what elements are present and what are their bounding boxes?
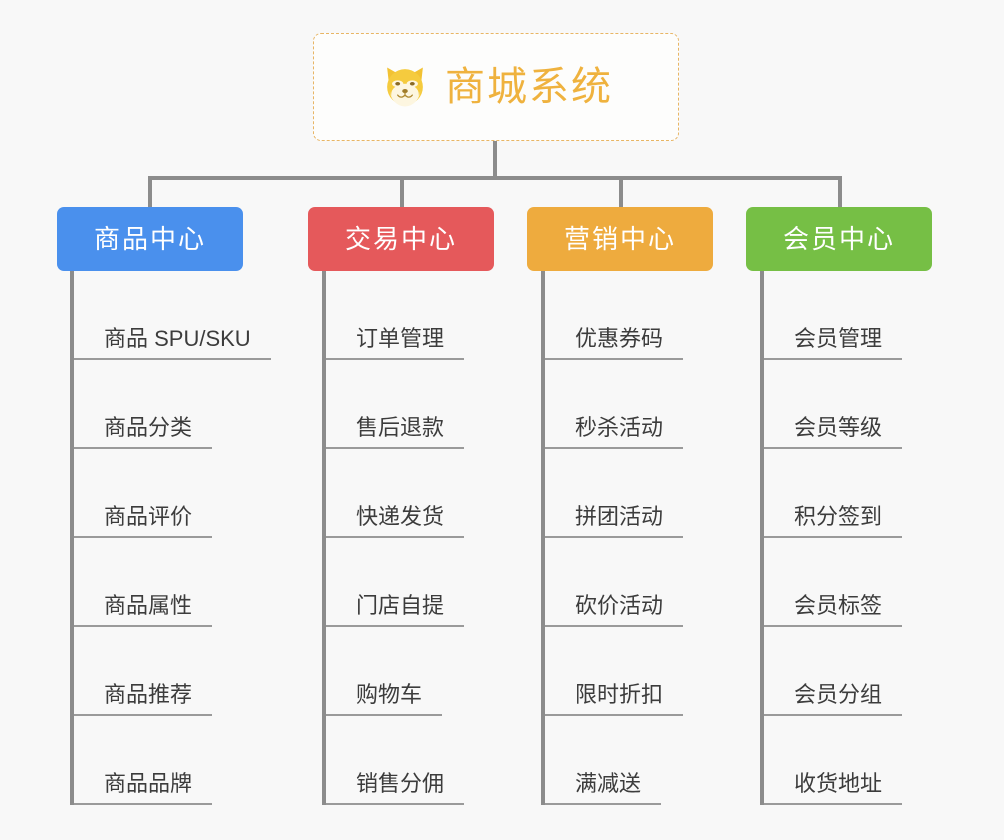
category-box-trade-center[interactable]: 交易中心 <box>308 207 494 271</box>
leaf-underline: 限时折扣 <box>545 681 684 716</box>
leaf-item-label: 会员标签 <box>794 592 883 618</box>
leaf-item[interactable]: 销售分佣 <box>326 716 465 805</box>
branch-drop-connector <box>148 176 152 209</box>
leaf-item-label: 积分签到 <box>794 503 883 529</box>
leaf-underline: 购物车 <box>326 681 443 716</box>
leaf-item[interactable]: 订单管理 <box>326 271 465 360</box>
leaf-underline: 优惠券码 <box>545 325 684 360</box>
leaf-underline: 商品品牌 <box>74 770 213 805</box>
leaf-item-label: 优惠券码 <box>575 325 664 351</box>
category-label: 会员中心 <box>782 224 895 254</box>
leaf-item[interactable]: 商品品牌 <box>74 716 213 805</box>
leaf-item[interactable]: 会员标签 <box>764 538 903 627</box>
leaf-underline: 商品推荐 <box>74 681 213 716</box>
leaf-underline: 商品分类 <box>74 414 213 449</box>
leaf-item[interactable]: 积分签到 <box>764 449 903 538</box>
leaf-item-label: 商品评价 <box>104 503 193 529</box>
root-node[interactable]: 商城系统 <box>313 33 679 141</box>
column-spine-connector <box>322 271 326 805</box>
category-label: 商品中心 <box>93 224 206 254</box>
leaf-underline: 收货地址 <box>764 770 903 805</box>
leaf-item[interactable]: 商品分类 <box>74 360 213 449</box>
leaf-item-label: 购物车 <box>356 681 423 707</box>
leaf-item-label: 秒杀活动 <box>575 414 664 440</box>
leaf-underline: 门店自提 <box>326 592 465 627</box>
leaf-item[interactable]: 优惠券码 <box>545 271 684 360</box>
column-spine-connector <box>70 271 74 805</box>
leaf-item-label: 售后退款 <box>356 414 445 440</box>
leaf-item[interactable]: 限时折扣 <box>545 627 684 716</box>
leaf-item-label: 砍价活动 <box>575 592 664 618</box>
leaf-item-label: 商品推荐 <box>104 681 193 707</box>
leaf-item-label: 订单管理 <box>356 325 445 351</box>
leaf-underline: 会员等级 <box>764 414 903 449</box>
leaf-underline: 会员标签 <box>764 592 903 627</box>
leaf-underline: 订单管理 <box>326 325 465 360</box>
leaf-item[interactable]: 拼团活动 <box>545 449 684 538</box>
leaf-underline: 拼团活动 <box>545 503 684 538</box>
leaf-underline: 积分签到 <box>764 503 903 538</box>
leaf-underline: 售后退款 <box>326 414 465 449</box>
leaf-item[interactable]: 商品推荐 <box>74 627 213 716</box>
branch-drop-connector <box>619 176 623 209</box>
root-stem-connector <box>493 141 497 178</box>
leaf-item[interactable]: 商品 SPU/SKU <box>74 271 271 360</box>
horizontal-bus-connector <box>148 176 842 180</box>
leaf-item[interactable]: 会员等级 <box>764 360 903 449</box>
column-spine-connector <box>541 271 545 805</box>
leaf-item[interactable]: 会员分组 <box>764 627 903 716</box>
leaf-underline: 快递发货 <box>326 503 465 538</box>
leaf-item[interactable]: 售后退款 <box>326 360 465 449</box>
leaf-item-label: 拼团活动 <box>575 503 664 529</box>
leaf-underline: 砍价活动 <box>545 592 684 627</box>
category-box-product-center[interactable]: 商品中心 <box>57 207 243 271</box>
category-box-member-center[interactable]: 会员中心 <box>746 207 932 271</box>
leaf-item-label: 商品 SPU/SKU <box>104 325 251 351</box>
column-spine-connector <box>760 271 764 805</box>
leaf-item-label: 会员管理 <box>794 325 883 351</box>
leaf-item-label: 门店自提 <box>356 592 445 618</box>
leaf-item[interactable]: 收货地址 <box>764 716 903 805</box>
leaf-item-label: 商品分类 <box>104 414 193 440</box>
leaf-item-label: 商品属性 <box>104 592 193 618</box>
leaf-underline: 会员管理 <box>764 325 903 360</box>
branch-drop-connector <box>838 176 842 209</box>
leaf-item[interactable]: 快递发货 <box>326 449 465 538</box>
category-label: 交易中心 <box>344 224 457 254</box>
leaf-item[interactable]: 会员管理 <box>764 271 903 360</box>
leaf-underline: 销售分佣 <box>326 770 465 805</box>
leaf-item[interactable]: 商品评价 <box>74 449 213 538</box>
leaf-underline: 商品属性 <box>74 592 213 627</box>
leaf-underline: 满减送 <box>545 770 662 805</box>
leaf-item[interactable]: 砍价活动 <box>545 538 684 627</box>
category-label: 营销中心 <box>563 224 676 254</box>
leaf-item-label: 销售分佣 <box>356 770 445 796</box>
leaf-item-label: 快递发货 <box>356 503 445 529</box>
leaf-item[interactable]: 门店自提 <box>326 538 465 627</box>
leaf-item[interactable]: 满减送 <box>545 716 662 805</box>
root-title: 商城系统 <box>445 65 613 109</box>
leaf-item-label: 限时折扣 <box>575 681 664 707</box>
leaf-underline: 商品 SPU/SKU <box>74 326 271 360</box>
leaf-item-label: 商品品牌 <box>104 770 193 796</box>
leaf-item[interactable]: 购物车 <box>326 627 443 716</box>
shiba-dog-face-icon <box>379 61 431 113</box>
leaf-item[interactable]: 商品属性 <box>74 538 213 627</box>
leaf-underline: 商品评价 <box>74 503 213 538</box>
leaf-item-label: 满减送 <box>575 770 642 796</box>
branch-drop-connector <box>400 176 404 209</box>
leaf-underline: 秒杀活动 <box>545 414 684 449</box>
leaf-item[interactable]: 秒杀活动 <box>545 360 684 449</box>
leaf-underline: 会员分组 <box>764 681 903 716</box>
leaf-item-label: 收货地址 <box>794 770 883 796</box>
leaf-item-label: 会员等级 <box>794 414 883 440</box>
leaf-item-label: 会员分组 <box>794 681 883 707</box>
category-box-marketing-center[interactable]: 营销中心 <box>527 207 713 271</box>
